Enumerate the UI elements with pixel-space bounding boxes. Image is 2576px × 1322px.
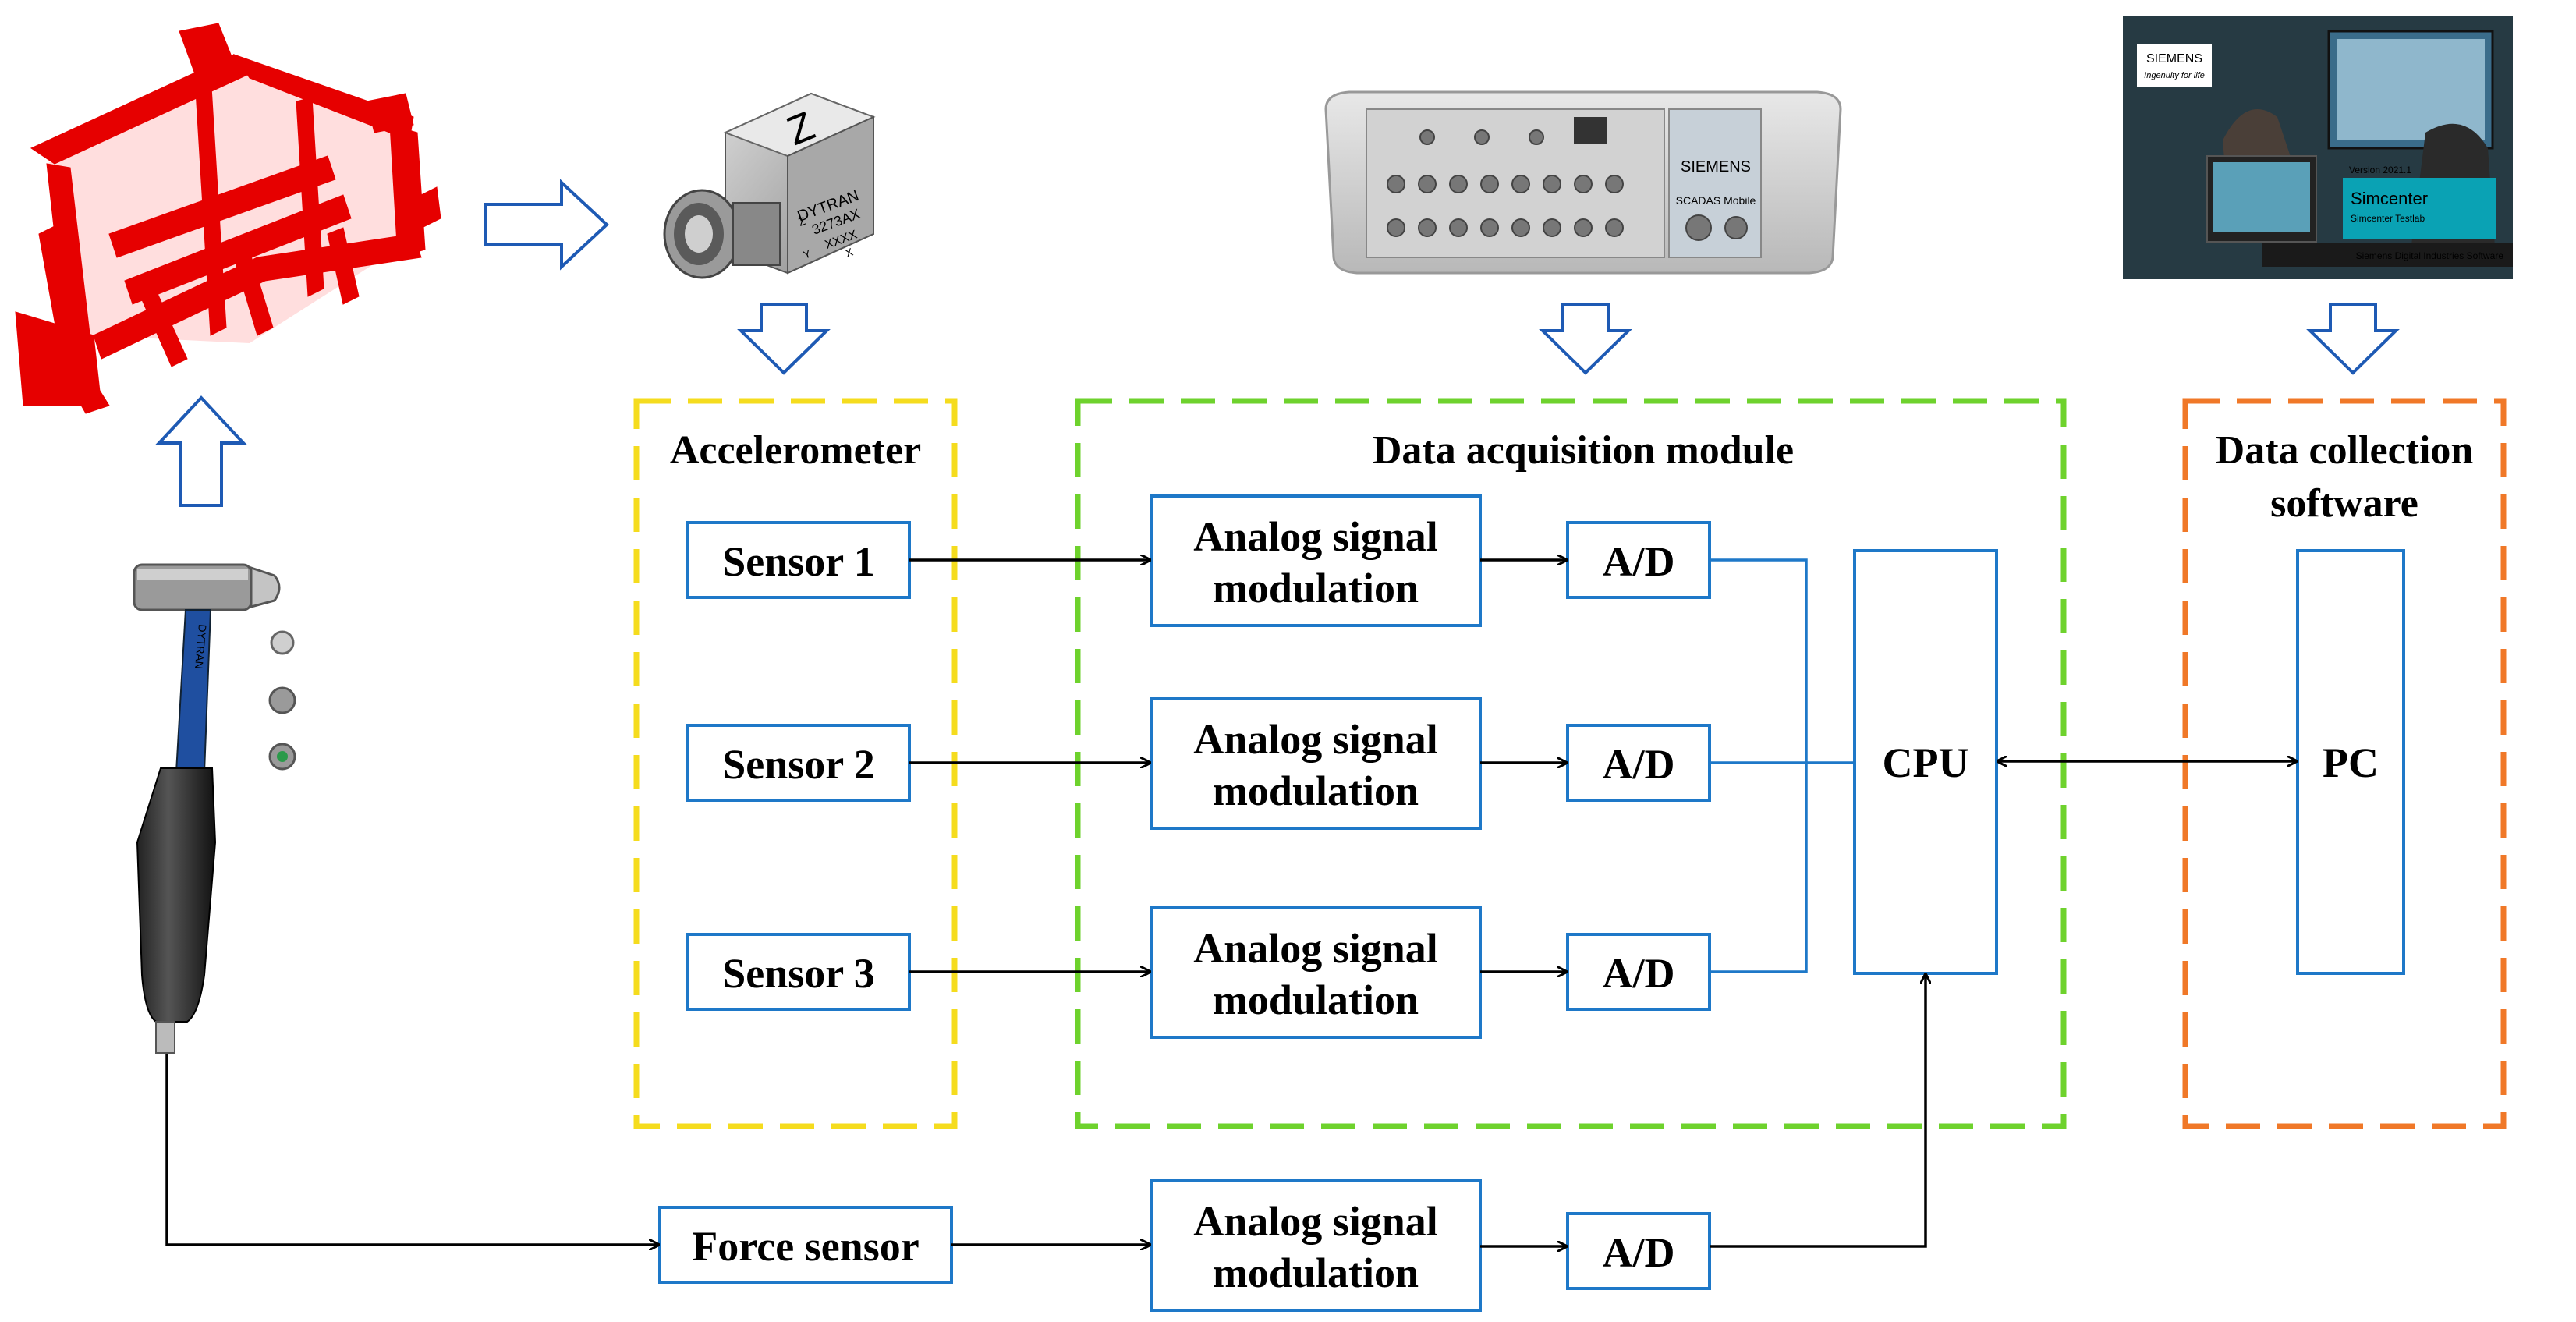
block-arrow-accel-down xyxy=(737,303,831,375)
daq-group-title: Data acquisition module xyxy=(1373,428,1794,473)
impact-hammer-image: DYTRAN xyxy=(133,563,296,1054)
software-product: Simcenter xyxy=(2351,189,2428,208)
modulation-1-line1: Analog signal xyxy=(1193,513,1438,560)
modulation-3-line2: modulation xyxy=(1213,976,1419,1023)
adc-force-label: A/D xyxy=(1603,1229,1675,1276)
modulation-force-line2: modulation xyxy=(1213,1249,1419,1296)
sensor-1-label: Sensor 1 xyxy=(722,538,875,585)
sensor-3-box: Sensor 3 xyxy=(686,933,911,1011)
modulation-2-line1: Analog signal xyxy=(1193,716,1438,763)
sensor-2-label: Sensor 2 xyxy=(722,741,875,788)
sensor-1-box: Sensor 1 xyxy=(686,521,911,599)
hammer-tips xyxy=(268,630,296,771)
modulation-box-1: Analog signal modulation xyxy=(1150,494,1482,627)
pc-label: PC xyxy=(2323,739,2379,786)
force-sensor-label: Force sensor xyxy=(692,1223,919,1270)
accelerometer-image: Z DYTRAN 3273AX XXXX Z Y X xyxy=(663,92,876,279)
block-arrow-frame-to-accelerometer xyxy=(484,179,609,271)
software-group-title-line2: software xyxy=(2270,481,2418,526)
daq-hardware-image: SIEMENS SCADAS Mobile xyxy=(1324,90,1842,275)
adc-3-label: A/D xyxy=(1603,950,1675,997)
accelerometer-group-title: Accelerometer xyxy=(670,428,921,473)
arrow-adcforce-to-cpu xyxy=(1710,975,1926,1248)
test-frame-image xyxy=(15,23,441,414)
hammer-brand: DYTRAN xyxy=(193,624,209,670)
sensor-3-label: Sensor 3 xyxy=(722,950,875,997)
software-product-sub: Simcenter Testlab xyxy=(2351,213,2425,224)
software-tagline: Ingenuity for life xyxy=(2144,71,2205,80)
force-sensor-box: Force sensor xyxy=(658,1206,953,1284)
software-group-title-line1: Data collection xyxy=(2216,428,2474,473)
modulation-3-line1: Analog signal xyxy=(1193,925,1438,972)
modulation-force-line1: Analog signal xyxy=(1193,1198,1438,1245)
pc-box: PC xyxy=(2296,549,2405,975)
modulation-box-3: Analog signal modulation xyxy=(1150,906,1482,1039)
adc-2-label: A/D xyxy=(1603,741,1675,788)
software-version: Version 2021.1 xyxy=(2349,165,2411,175)
modulation-box-force: Analog signal modulation xyxy=(1150,1179,1482,1312)
cpu-label: CPU xyxy=(1883,739,1969,786)
daq-model: SCADAS Mobile xyxy=(1676,194,1756,207)
cpu-box: CPU xyxy=(1853,549,1998,975)
daq-brand: SIEMENS xyxy=(1681,158,1751,175)
adc-box-1: A/D xyxy=(1566,521,1711,599)
accelerometer-axis-x: X xyxy=(844,245,856,259)
software-screenshot-image: SIEMENS Ingenuity for life Version 2021.… xyxy=(2123,16,2513,279)
software-footer: Siemens Digital Industries Software xyxy=(2356,250,2504,261)
adc-to-cpu-bus xyxy=(1710,558,1855,973)
adc-1-label: A/D xyxy=(1603,538,1675,585)
modulation-2-line2: modulation xyxy=(1213,767,1419,814)
modulation-box-2: Analog signal modulation xyxy=(1150,697,1482,830)
sensor-2-box: Sensor 2 xyxy=(686,724,911,802)
line-hammer-to-force-sensor xyxy=(165,1053,658,1245)
block-arrow-software-down xyxy=(2306,303,2400,375)
adc-box-2: A/D xyxy=(1566,724,1711,802)
software-brand: SIEMENS xyxy=(2146,52,2202,66)
block-arrow-hammer-to-frame xyxy=(155,395,247,507)
adc-box-3: A/D xyxy=(1566,933,1711,1011)
modulation-1-line2: modulation xyxy=(1213,565,1419,611)
adc-box-force: A/D xyxy=(1566,1212,1711,1290)
block-arrow-daq-down xyxy=(1539,303,1632,375)
